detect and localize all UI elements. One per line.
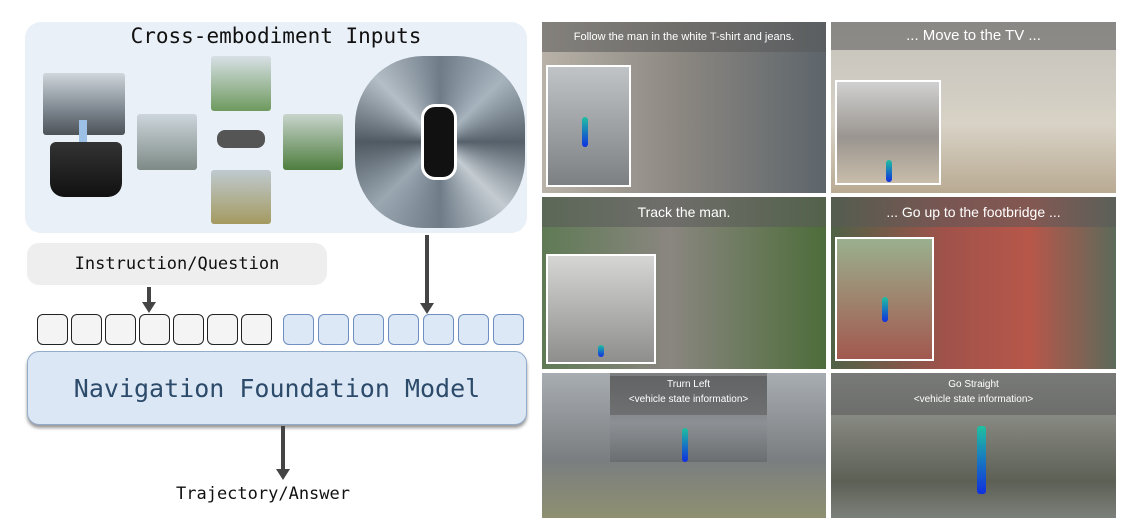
trajectory-path: [682, 428, 688, 462]
drone-view-front: [211, 56, 271, 111]
example-humanoid-follow: Follow the man in the white T-shirt and …: [542, 22, 826, 193]
arrow-head: [420, 303, 434, 314]
example-caption: Trurn Left: [667, 379, 710, 390]
drone-view-back: [211, 170, 271, 224]
arrow-head: [276, 469, 290, 480]
output-arrow: [281, 426, 285, 470]
text-token: [173, 314, 204, 345]
example-drone-track: Track the man.: [542, 197, 826, 369]
text-token: [105, 314, 136, 345]
example-subcaption: <vehicle state information>: [628, 394, 749, 405]
visual-token: [318, 314, 349, 345]
visual-token: [283, 314, 314, 345]
arrow-head: [142, 302, 156, 313]
trajectory-answer-label: Trajectory/Answer: [176, 484, 350, 504]
visual-token: [458, 314, 489, 345]
drone-icon: [217, 130, 265, 148]
text-token: [37, 314, 68, 345]
text-token: [71, 314, 102, 345]
visual-token: [353, 314, 384, 345]
example-caption: ... Go up to the footbridge ...: [831, 197, 1116, 227]
car-icon: [421, 104, 457, 180]
navigation-foundation-model-box: Navigation Foundation Model: [27, 351, 527, 425]
example-subcaption: <vehicle state information>: [913, 394, 1034, 405]
example-caption: Follow the man in the white T-shirt and …: [542, 22, 826, 52]
example-car-turn-left: Trurn Left <vehicle state information>: [542, 373, 826, 518]
cross-embodiment-inputs-panel: Cross-embodiment Inputs: [25, 22, 527, 233]
example-caption: Go Straight: [948, 379, 999, 390]
trajectory-path: [582, 117, 588, 147]
inputs-title: Cross-embodiment Inputs: [130, 24, 422, 48]
example-caption: ... Move to the TV ...: [831, 22, 1116, 50]
text-token: [241, 314, 272, 345]
wheeled-robot-image: [50, 142, 122, 197]
instruction-arrow: [147, 287, 151, 303]
visual-token: [423, 314, 454, 345]
text-token: [207, 314, 238, 345]
drone-view-right: [283, 114, 343, 170]
text-token: [139, 314, 170, 345]
visual-token: [493, 314, 524, 345]
example-biped-move-tv: ... Move to the TV ...: [831, 22, 1116, 193]
example-quadruped-footbridge: ... Go up to the footbridge ...: [831, 197, 1116, 369]
example-caption-block: Trurn Left <vehicle state information>: [610, 373, 767, 415]
trajectory-path: [882, 297, 888, 322]
drone-view-left: [137, 114, 197, 170]
visual-arrow: [425, 235, 429, 305]
example-caption: Track the man.: [542, 197, 826, 227]
example-car-go-straight: Go Straight <vehicle state information>: [831, 373, 1116, 518]
trajectory-path: [977, 426, 986, 494]
trajectory-path: [598, 345, 604, 357]
example-caption-block: Go Straight <vehicle state information>: [831, 373, 1116, 415]
visual-token: [388, 314, 419, 345]
trajectory-path: [886, 160, 892, 182]
instruction-question-box: Instruction/Question: [27, 243, 327, 285]
inset-camera-view: [546, 65, 631, 187]
forward-arrow-icon: [79, 120, 87, 146]
